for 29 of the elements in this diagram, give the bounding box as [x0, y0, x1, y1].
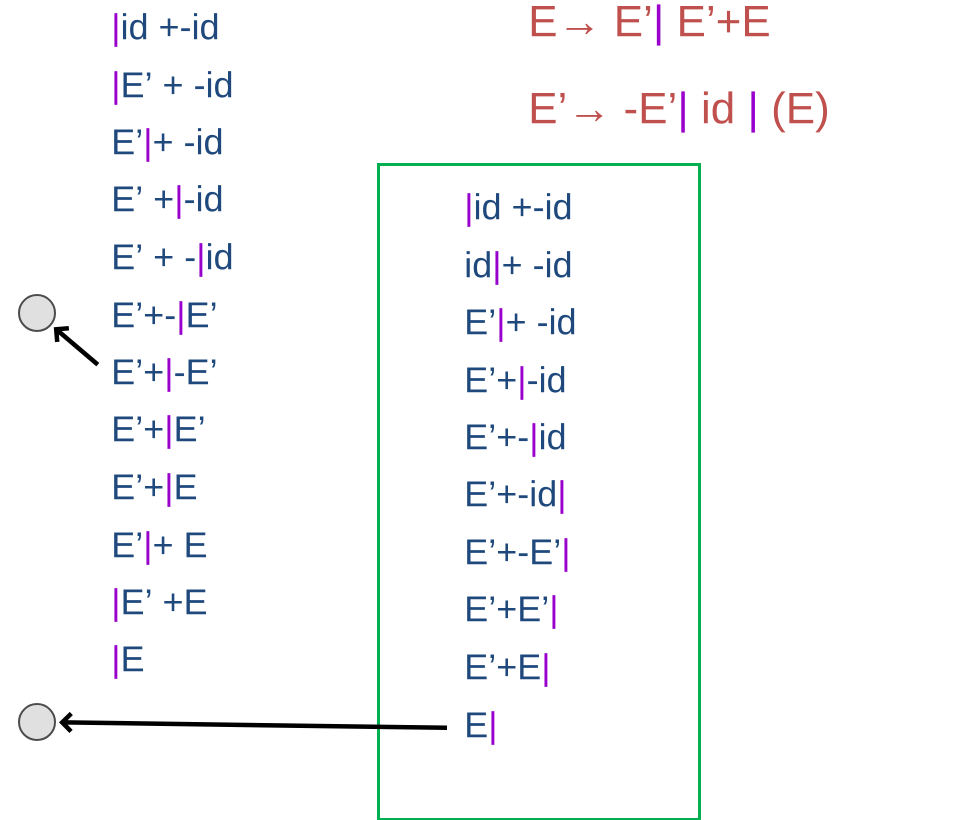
arrow — [54, 326, 100, 366]
derivation-step: E’+-|id — [467, 423, 564, 457]
derivation-step: E’+|E — [114, 473, 196, 507]
derivation-step: E’+-E’| — [467, 538, 568, 572]
derivation-step: |id +-id — [467, 193, 570, 227]
derivation-step: E’+|E’ — [114, 415, 204, 449]
frame-box — [377, 163, 701, 820]
derivation-step: |id +-id — [114, 13, 218, 47]
arrow — [59, 712, 448, 734]
derivation-step: |E — [114, 645, 144, 679]
derivation-step: E’+-|E’ — [114, 301, 216, 335]
derivation-step: E’+E’| — [467, 595, 556, 629]
derivation-step: E’|+ E — [114, 531, 206, 565]
derivation-step: |E’ + -id — [114, 71, 232, 105]
derivation-step: |E’ +E — [114, 588, 206, 622]
derivation-step: id|+ -id — [466, 251, 570, 285]
production-rule: E’→ -E’| id | (E) — [532, 91, 828, 133]
circle — [18, 703, 56, 741]
derivation-step: E| — [467, 711, 494, 745]
derivation-step: E’ + -|id — [114, 243, 232, 277]
derivation-step: E’|+ -id — [467, 308, 574, 342]
derivation-step: E’+|-id — [467, 366, 564, 400]
production-rule: E→ E’| E’+E — [532, 4, 769, 46]
derivation-step: E’+|-E’ — [114, 358, 216, 392]
derivation-step: E’+-id| — [467, 480, 564, 514]
derivation-step: E’|+ -id — [114, 128, 222, 162]
circle — [18, 294, 56, 332]
derivation-step: E’ +|-id — [114, 185, 222, 219]
derivation-step: E’+E| — [467, 653, 548, 687]
